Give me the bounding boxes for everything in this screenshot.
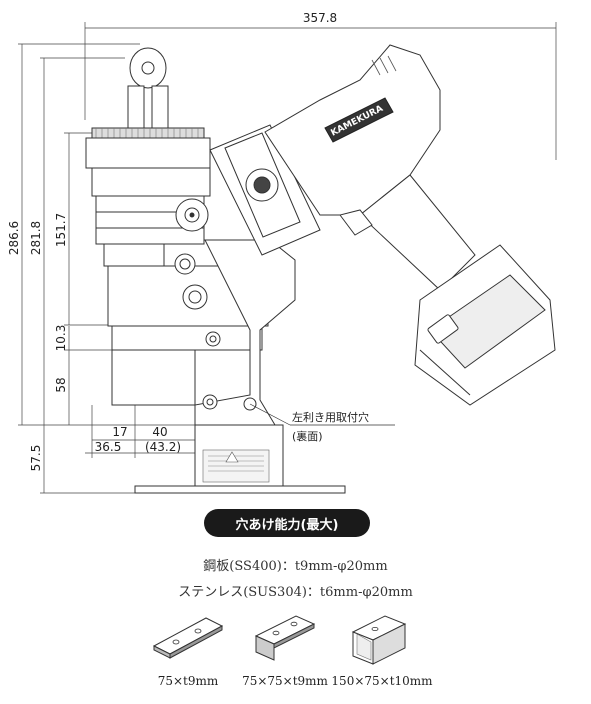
channel-bar-icon (351, 615, 407, 665)
drill-body: KAMEKURA (264, 44, 476, 291)
battery-pack (414, 244, 556, 406)
dim-height-151: 151.7 (54, 213, 68, 247)
motor-coupling (175, 124, 321, 256)
left-hand-note-line1: 左利き用取付穴 (292, 410, 369, 424)
angle-bar-caption: 75×75×t9mm (242, 674, 328, 688)
flat-bar-caption: 75×t9mm (157, 674, 219, 688)
punch-head (85, 47, 296, 426)
dim-offset-40: 40 (152, 425, 167, 439)
left-hand-note-line2: (裏面) (292, 429, 323, 443)
capacity-title: 穴あけ能力(最大) (204, 509, 370, 537)
dim-offset-17: 17 (112, 425, 127, 439)
channel-bar-caption: 150×75×t10mm (331, 674, 433, 688)
dim-height-281: 281.8 (29, 221, 43, 255)
dim-offset-43: (43.2) (145, 440, 181, 454)
spec-stainless: ステンレス(SUS304)：t6mm-φ20mm (178, 585, 413, 600)
dim-base-height: 57.5 (29, 445, 43, 472)
left-hand-mount-note: 左利き用取付穴 (裏面) (249, 403, 395, 443)
tool-dimension-drawing: 357.8 286.6 281.8 151.7 10.3 58 57.5 17 … (7, 11, 557, 494)
angle-bar-icon (254, 615, 316, 661)
flat-bar-icon (152, 617, 224, 659)
dim-gap-10: 10.3 (54, 325, 68, 352)
spec-steel: 鋼板(SS400)：t9mm-φ20mm (203, 559, 388, 574)
dim-offset-36: 36.5 (95, 440, 122, 454)
dim-overall-height: 286.6 (7, 221, 21, 255)
dim-height-58: 58 (54, 377, 68, 392)
dim-overall-width: 357.8 (303, 11, 337, 25)
base-plate (134, 424, 346, 494)
